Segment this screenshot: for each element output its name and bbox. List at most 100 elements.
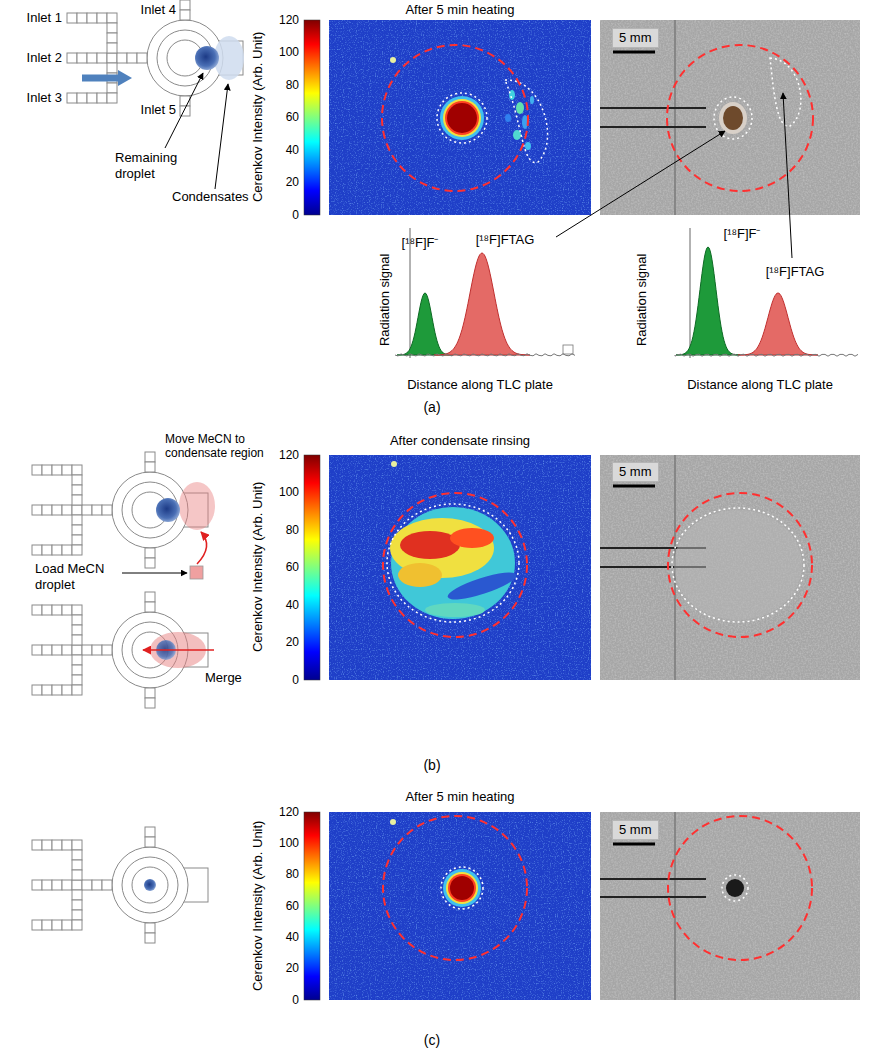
cerenkov-image: [425, 603, 485, 617]
cerenkov-image: [516, 102, 524, 114]
peak-label: [¹⁸F]F⁻: [724, 226, 761, 242]
axis-title: Cerenkov Intensity (Arb. Unit): [250, 482, 266, 653]
chip-schematic: [144, 879, 156, 891]
color-bar: [304, 455, 320, 680]
tlc-chromatogram: [676, 247, 740, 355]
chip-photo: [600, 20, 860, 215]
panel-letter: (a): [423, 399, 440, 416]
chip-schematic: [32, 452, 215, 708]
inlet-label: Inlet 5: [141, 102, 176, 118]
tick-label: 60: [286, 560, 299, 574]
chip-photo: [714, 97, 752, 139]
cerenkov-image: [329, 812, 591, 1000]
inlet-label: Inlet 1: [27, 10, 62, 26]
tick-label: 0: [292, 993, 299, 1007]
color-bar: [304, 20, 320, 215]
cerenkov-image: [329, 20, 591, 215]
color-bar: [304, 20, 320, 215]
chip-schematic: [179, 482, 215, 530]
cerenkov-image: [387, 504, 519, 622]
cerenkov-image: [447, 103, 477, 133]
callout-label: Condensates: [172, 189, 249, 205]
panel-title: After condensate rinsing: [390, 433, 530, 449]
callout-label: Move MeCN to condensate region: [165, 432, 273, 461]
cerenkov-image: [530, 96, 534, 104]
tlc-chromatogram: [397, 293, 453, 355]
chip-photo: [674, 20, 676, 215]
cerenkov-image: [391, 507, 515, 619]
chip-schematic: [190, 566, 203, 579]
chip-photo: [613, 843, 655, 846]
tick-label: 100: [279, 836, 299, 850]
cerenkov-image: [383, 816, 527, 960]
axis-title: Distance along TLC plate: [407, 377, 553, 393]
chip-photo: [600, 107, 706, 109]
tick-label: 60: [286, 899, 299, 913]
inlet-label: Inlet 2: [27, 50, 62, 66]
cerenkov-image: [525, 142, 531, 150]
tlc-chromatogram: [434, 253, 530, 355]
leader-line: [556, 93, 792, 258]
peak-label: [¹⁸F]FTAG: [766, 264, 825, 280]
cerenkov-image: [329, 812, 591, 1000]
cerenkov-image: [440, 96, 484, 140]
chip-photo: [600, 20, 860, 215]
tlc-chromatogram: [395, 228, 858, 358]
cerenkov-image: [329, 20, 591, 215]
cerenkov-image: [329, 455, 591, 680]
tick-label: 20: [286, 635, 299, 649]
chip-photo: [722, 875, 748, 901]
tlc-chromatogram: [563, 345, 573, 354]
peak-label: [¹⁸F]FTAG: [476, 232, 535, 248]
chip-schematic: [32, 827, 208, 943]
cerenkov-image: [437, 93, 487, 143]
tick-label: 80: [286, 867, 299, 881]
tick-label: 40: [286, 143, 299, 157]
cerenkov-image: [329, 812, 591, 1000]
tlc-chromatogram: [690, 228, 691, 358]
chip-photo: [613, 51, 655, 54]
color-bar: [304, 812, 320, 1000]
tick-label: 80: [286, 523, 299, 537]
color-bar: [304, 812, 320, 1000]
cerenkov-image: [450, 876, 474, 900]
leader-line: [556, 131, 725, 237]
cerenkov-image: [445, 101, 479, 135]
panel-title: After 5 min heating: [405, 2, 514, 18]
peak-label: [¹⁸F]F⁻: [402, 235, 439, 251]
chip-schematic: [143, 649, 214, 651]
chip-photo: [672, 508, 804, 622]
panel-letter: (b): [423, 757, 440, 774]
tick-label: 120: [279, 805, 299, 819]
cerenkov-image: [391, 461, 397, 467]
chip-photo: [726, 879, 744, 897]
chip-schematic: [195, 46, 219, 70]
panel-title: After 5 min heating: [405, 789, 514, 805]
tick-label: 80: [286, 78, 299, 92]
scale-bar-label: 5 mm: [612, 820, 659, 840]
tlc-chromatogram: [395, 354, 575, 356]
axis-title: Radiation signal: [634, 254, 650, 347]
chip-photo: [600, 878, 706, 880]
tick-label: 40: [286, 930, 299, 944]
cerenkov-image: [383, 493, 527, 637]
tick-label: 100: [279, 485, 299, 499]
chip-photo: [674, 812, 676, 1000]
tick-label: 0: [292, 673, 299, 687]
chip-photo: [668, 493, 812, 637]
chip-photo: [668, 816, 812, 960]
leader-line: [215, 84, 228, 189]
chip-schematic: [32, 827, 208, 943]
tick-label: 120: [279, 13, 299, 27]
tick-label: 0: [292, 208, 299, 222]
axis-title: Distance along TLC plate: [687, 377, 833, 393]
chip-photo: [600, 20, 860, 215]
chip-photo: [600, 455, 860, 680]
chip-schematic: [67, 0, 244, 116]
cerenkov-image: [390, 819, 396, 825]
cerenkov-image: [505, 80, 548, 163]
cerenkov-image: [443, 99, 481, 137]
panel-letter: (c): [424, 1032, 440, 1049]
cerenkov-image: [450, 528, 494, 548]
cerenkov-image: [329, 455, 591, 680]
